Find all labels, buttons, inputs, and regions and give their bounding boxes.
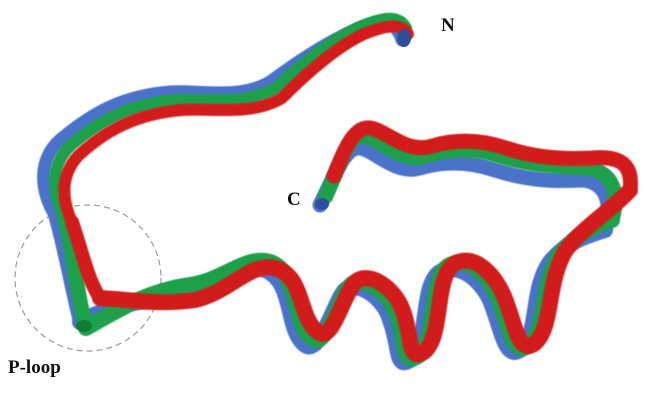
n-terminus-cap bbox=[397, 29, 411, 47]
c-terminus-cap bbox=[315, 198, 329, 210]
ploop-cap bbox=[76, 320, 92, 332]
n-terminus-label: N bbox=[441, 16, 455, 35]
red-ribbon-helix1 bbox=[100, 190, 630, 354]
c-terminus-label: C bbox=[287, 190, 301, 209]
p-loop-label: P-loop bbox=[8, 358, 61, 377]
green-ribbon-upper-strand bbox=[55, 19, 406, 216]
red-structure bbox=[64, 26, 630, 354]
